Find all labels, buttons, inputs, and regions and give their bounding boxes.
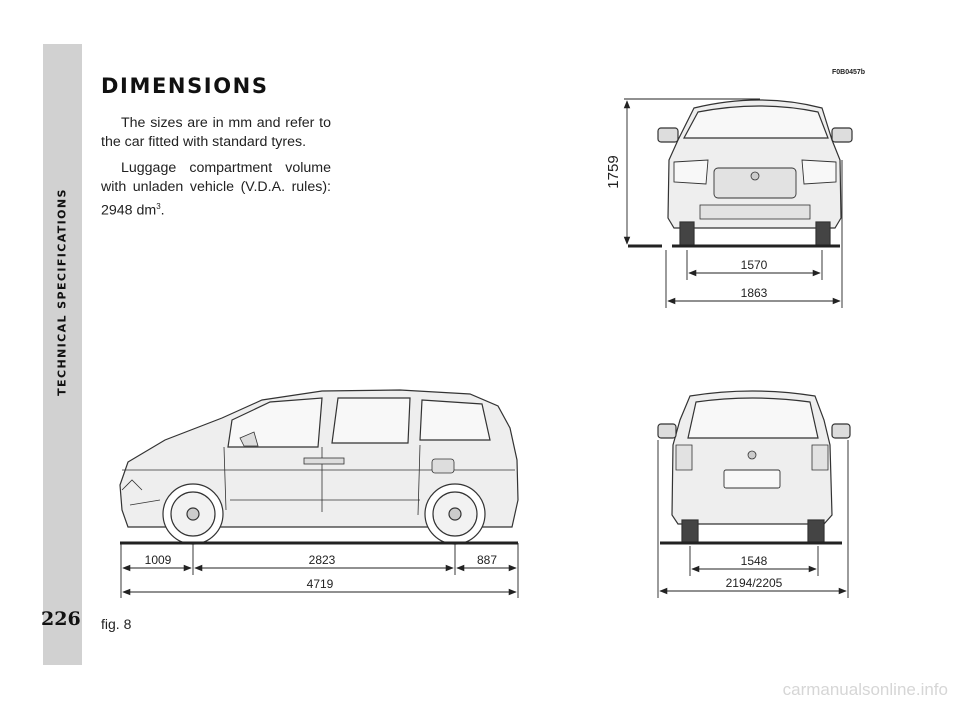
paragraph-sizes: The sizes are in mm and refer to the car… xyxy=(101,115,331,150)
dim-height: 1759 xyxy=(605,155,622,188)
side-view-car xyxy=(119,389,519,545)
sidebar-band xyxy=(43,44,82,665)
luggage-end: . xyxy=(160,202,165,219)
dim-front-overhang: 1009 xyxy=(145,553,172,567)
page-heading: DIMENSIONS xyxy=(101,74,269,98)
body-text: The sizes are in mm and refer to the car… xyxy=(101,114,331,228)
page-number: 226 xyxy=(41,608,81,630)
luggage-superscript: 3 xyxy=(156,202,161,211)
dim-front-track: 1570 xyxy=(741,258,768,272)
rear-view-car xyxy=(657,390,851,543)
paragraph-luggage: Luggage compartment volume with unladen … xyxy=(101,159,331,221)
dim-front-width: 1863 xyxy=(741,286,768,300)
figure-code: F0B0457b xyxy=(832,69,866,76)
luggage-text: Luggage compartment volume with unladen … xyxy=(101,160,331,219)
dim-rear-width: 2194/2205 xyxy=(726,576,783,590)
figure-label: fig. 8 xyxy=(101,616,132,632)
dim-length: 4719 xyxy=(307,577,334,591)
front-view-car xyxy=(657,99,853,247)
watermark: carmanualsonline.info xyxy=(782,680,948,699)
dim-wheelbase: 2823 xyxy=(309,553,336,567)
dim-rear-track: 1548 xyxy=(741,554,768,568)
dim-rear-overhang: 887 xyxy=(477,553,497,567)
